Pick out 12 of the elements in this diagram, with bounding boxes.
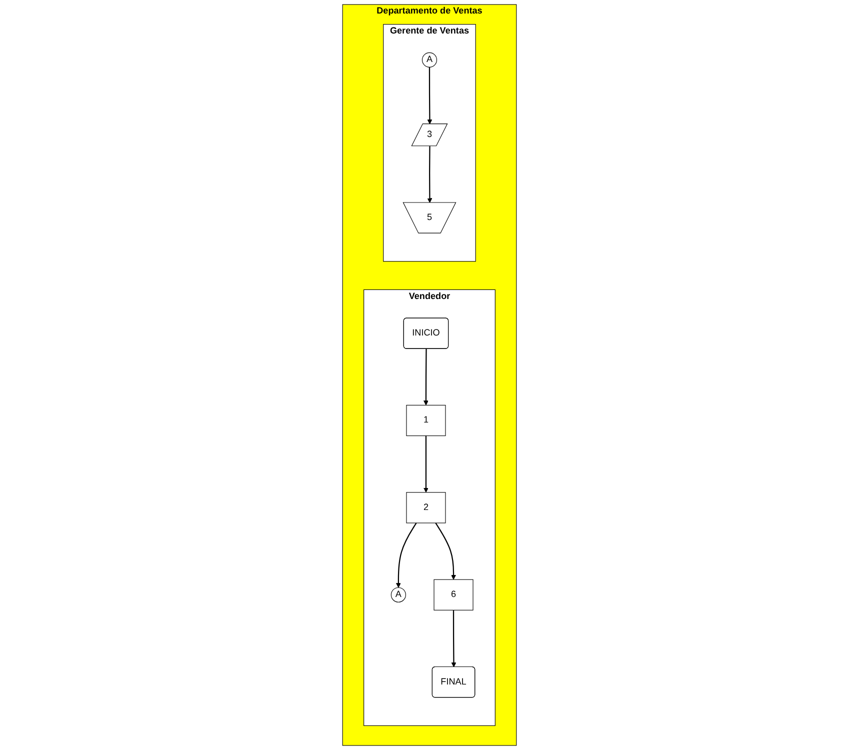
node-box: 6	[434, 579, 474, 610]
node-circle: A	[390, 587, 406, 602]
arrow	[427, 67, 432, 124]
arrow	[427, 146, 432, 204]
node-box: 2	[406, 492, 446, 524]
arrow	[423, 436, 428, 493]
arrow	[423, 348, 428, 406]
arrow	[435, 522, 456, 580]
node-circle: A	[422, 52, 438, 68]
node-box: 1	[406, 404, 446, 436]
arrow	[451, 610, 456, 668]
arrow	[396, 522, 417, 588]
